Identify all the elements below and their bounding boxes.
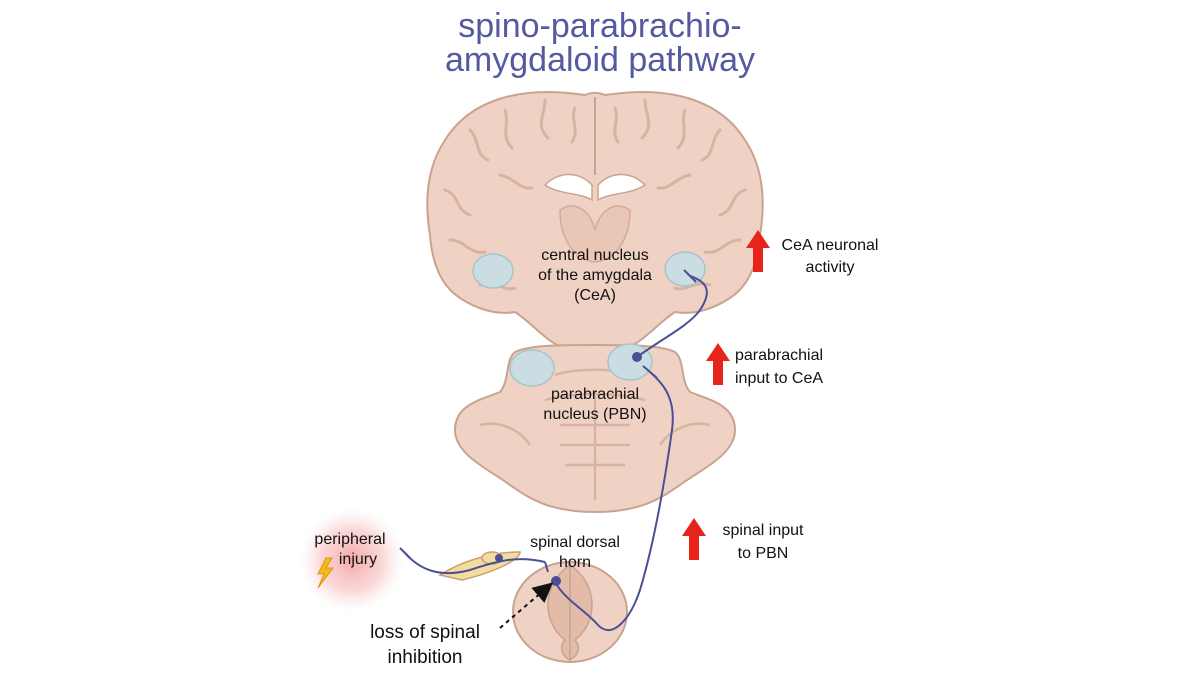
neuron-soma-markers xyxy=(495,352,642,586)
inhibition-loss-arrow xyxy=(499,582,554,629)
injury-label-line-2: injury xyxy=(338,551,378,568)
cea-activity-label-line-2: activity xyxy=(805,259,855,276)
pbn-input-label-line-2: input to CeA xyxy=(735,370,824,387)
up-arrow xyxy=(706,343,730,385)
primary-afferent-axon xyxy=(404,552,546,575)
peripheral-terminal xyxy=(399,547,411,559)
injury-label-line-1: peripheral xyxy=(314,531,386,548)
left-pbn-nucleus xyxy=(509,349,555,387)
pbn-label-line-2: nucleus (PBN) xyxy=(543,406,647,423)
cea-activity-label-line-1: CeA neuronal xyxy=(781,237,879,254)
lightning-icon xyxy=(317,557,334,589)
dorsal-horn-label-line-1: spinal dorsal xyxy=(530,534,620,551)
figure-title-line-1: spino-parabrachio- xyxy=(458,7,742,45)
left-cea-nucleus xyxy=(472,253,514,289)
injury-glow xyxy=(300,508,404,612)
cea-label-line-3: (CeA) xyxy=(574,287,616,304)
right-pbn-nucleus xyxy=(607,343,653,381)
figure-title-line-2: amygdaloid pathway xyxy=(445,41,755,79)
increase-arrows xyxy=(682,230,770,560)
loss-inhibition-label-line-1: loss of spinal xyxy=(370,622,480,643)
up-arrow xyxy=(682,518,706,560)
spinal-input-label-line-1: spinal input xyxy=(722,522,804,539)
spinal-projection-axon xyxy=(554,371,674,632)
pbn-to-cea-axon xyxy=(636,275,708,358)
cea-label-line-1: central nucleus xyxy=(541,247,649,264)
brain-coronal-section xyxy=(426,91,764,352)
dorsal-horn-label-line-2: horn xyxy=(558,554,592,571)
neural-pathway xyxy=(399,269,708,632)
cea-label-line-2: of the amygdala xyxy=(538,267,652,284)
spinal-cord-section xyxy=(512,560,628,663)
pbn-input-label-line-1: parabrachial xyxy=(735,347,824,364)
spinal-input-label-line-2: to PBN xyxy=(737,545,789,562)
loss-inhibition-label-line-2: inhibition xyxy=(387,647,463,668)
brainstem-section xyxy=(453,343,737,514)
up-arrow xyxy=(746,230,770,272)
pbn-label-line-1: parabrachial xyxy=(550,386,640,403)
